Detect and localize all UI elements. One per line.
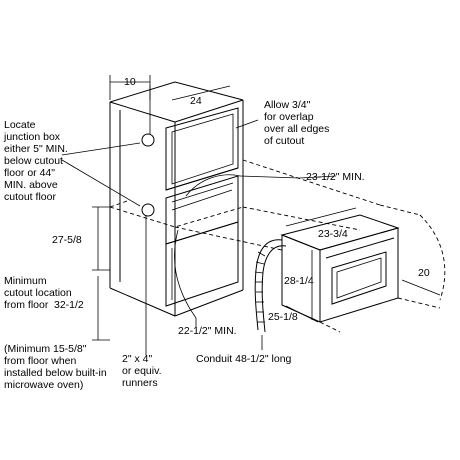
note-text-1: (Minimum 15-5/8"	[4, 343, 87, 355]
cabinet	[109, 81, 244, 317]
junction-text-2: junction box	[3, 131, 61, 143]
junction-text-1: Locate	[4, 119, 36, 131]
dim-22-half-min-label: 22-1/2" MIN.	[178, 325, 237, 337]
dim-25-1-8-label: 25-1/8	[268, 311, 298, 323]
dim-28-1-4-label: 28-1/4	[284, 275, 314, 287]
cutout-projection-lines	[174, 159, 446, 333]
conduit-hose	[254, 239, 287, 333]
allow-text-2: for overlap	[264, 111, 314, 123]
runners-text-2: or equiv.	[122, 365, 162, 377]
min-cutout-text-2: cutout location	[4, 287, 72, 299]
junction-text-3: either 5" MIN.	[4, 143, 68, 155]
junction-text-4: below cutout	[4, 155, 63, 167]
junction-text-5: floor or 44"	[4, 167, 55, 179]
note-text-3: installed below built-in	[4, 367, 107, 379]
junction-text-6: MIN. above	[4, 179, 58, 191]
dim-20-label: 20	[418, 267, 430, 279]
dim-23-half-min-label: 23-1/2" MIN.	[306, 171, 365, 183]
dim-10-label: 10	[124, 76, 136, 88]
junction-text-7: cutout floor	[4, 191, 56, 203]
allow-text-3: over all edges	[264, 123, 329, 135]
dim-23-3-4-label: 23-3/4	[318, 228, 348, 240]
min-cutout-text-1: Minimum	[4, 275, 47, 287]
min-cutout-text-3: from floor	[4, 299, 49, 311]
conduit-label: Conduit 48-1/2" long	[196, 353, 292, 365]
labels: 10 24 Allow 3/4" for overlap over all ed…	[3, 76, 430, 391]
note-text-2: from floor when	[4, 355, 77, 367]
allow-text-4: of cutout	[264, 135, 304, 147]
dim-32-half-label: 32-1/2	[54, 299, 84, 311]
runners-text-1: 2" x 4"	[122, 353, 152, 365]
dimension-lines	[61, 75, 441, 355]
dim-27-5-8-label: 27-5/8	[52, 234, 82, 246]
runners-text-3: runners	[122, 377, 158, 389]
allow-text-1: Allow 3/4"	[264, 99, 311, 111]
dim-24-label: 24	[190, 95, 202, 107]
note-text-4: microwave oven)	[4, 379, 83, 391]
